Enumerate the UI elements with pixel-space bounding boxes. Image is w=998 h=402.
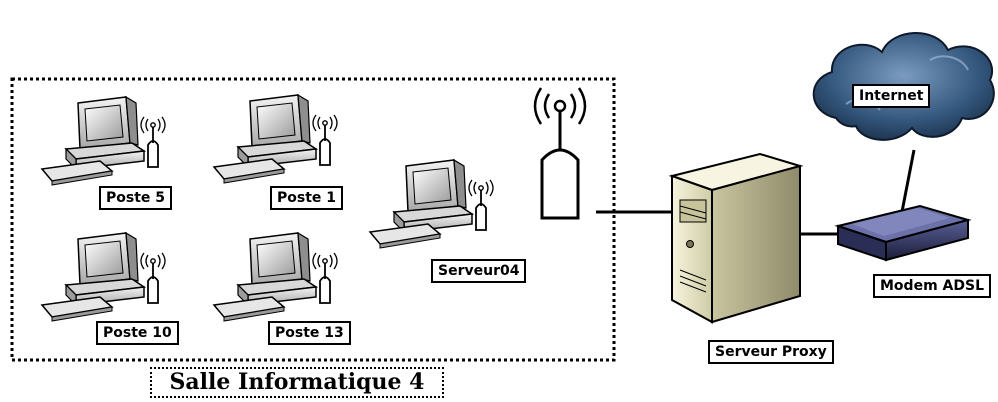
label-internet: Internet	[852, 84, 931, 108]
label-serveur04: Serveur04	[431, 259, 527, 283]
workstation-poste1-icon	[213, 94, 338, 184]
label-proxy-server: Serveur Proxy	[708, 340, 834, 364]
room-title: Salle Informatique 4	[150, 367, 444, 398]
label-adsl-modem: Modem ADSL	[873, 274, 991, 298]
workstation-poste10-icon	[41, 232, 166, 322]
label-poste1: Poste 1	[270, 186, 344, 210]
workstation-poste5-icon	[41, 96, 166, 186]
adsl-modem-icon	[834, 204, 972, 262]
label-poste10: Poste 10	[96, 321, 179, 345]
workstation-poste13-icon	[213, 232, 338, 322]
proxy-server-icon	[668, 152, 804, 324]
room-boundary	[10, 77, 616, 362]
access-point-icon	[533, 87, 587, 220]
workstation-serveur04-icon	[369, 159, 494, 249]
label-poste5: Poste 5	[99, 186, 173, 210]
label-poste13: Poste 13	[268, 321, 351, 345]
